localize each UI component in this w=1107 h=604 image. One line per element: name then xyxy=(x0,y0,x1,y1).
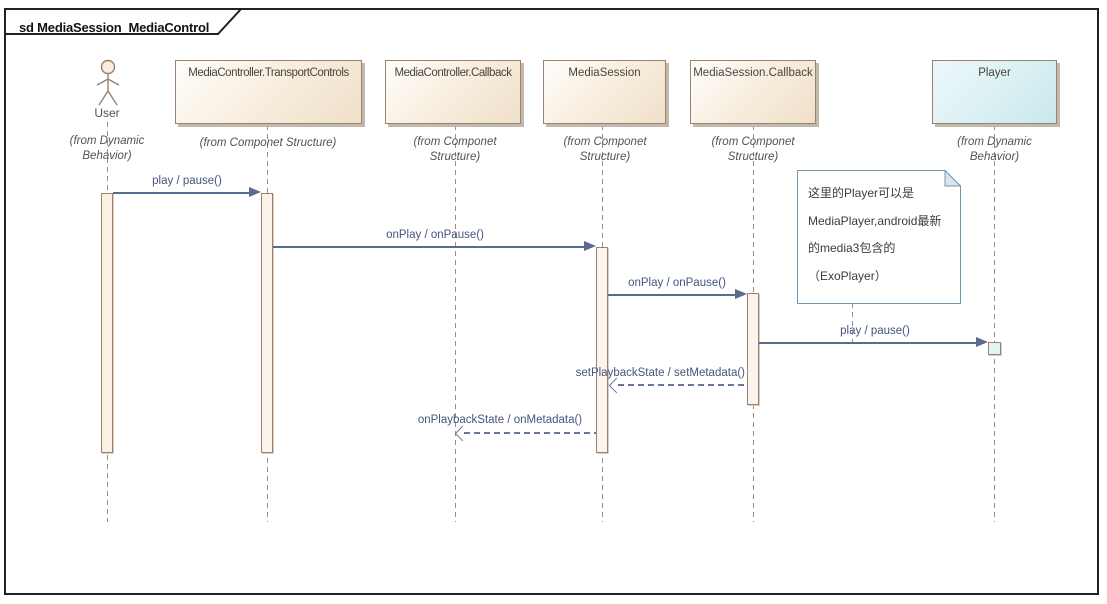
object-box-mediasession-callback[interactable]: MediaSession.Callback xyxy=(690,60,816,124)
message-label: onPlay / onPause() xyxy=(628,277,726,289)
object-stereotype: (from Componet Structure) xyxy=(199,137,337,149)
activation-player xyxy=(988,342,1001,355)
lifeline-mediacontroller-callback xyxy=(455,125,456,522)
user-actor-icon[interactable] xyxy=(92,57,124,111)
message-label: onPlaybackState / onMetadata() xyxy=(417,414,583,426)
activation-mediasession xyxy=(596,247,608,453)
message-line-dashed xyxy=(618,384,747,386)
object-name: MediaController.Callback xyxy=(394,67,512,79)
message-arrowhead xyxy=(249,187,261,197)
note-line: MediaPlayer,android最新 xyxy=(808,213,942,228)
object-box-mediasession[interactable]: MediaSession xyxy=(543,60,666,124)
object-stereotype: (from Componet Structure) xyxy=(413,136,497,163)
note-anchor-line xyxy=(852,303,853,343)
diagram-frame xyxy=(4,8,1099,595)
activation-mediasession-callback xyxy=(747,293,759,405)
message-arrowhead xyxy=(735,289,747,299)
message-arrowhead xyxy=(584,241,596,251)
message-line xyxy=(113,192,250,194)
title-tab-shape xyxy=(4,8,244,35)
object-box-player[interactable]: Player xyxy=(932,60,1057,124)
object-box-transportcontrols[interactable]: MediaController.TransportControls xyxy=(175,60,362,124)
note-line: （ExoPlayer） xyxy=(808,268,887,283)
actor-name: User xyxy=(94,106,120,120)
note[interactable]: 这里的Player可以是 MediaPlayer,android最新 的medi… xyxy=(797,170,961,304)
object-name: Player xyxy=(978,67,1011,79)
actor-stereotype: (from Dynamic Behavior) xyxy=(69,135,145,162)
note-line: 这里的Player可以是 xyxy=(808,186,915,200)
message-arrowhead xyxy=(976,337,988,347)
message-line xyxy=(608,294,736,296)
object-stereotype: (from Dynamic Behavior) xyxy=(957,136,1032,163)
object-box-mediacontroller-callback[interactable]: MediaController.Callback xyxy=(385,60,521,124)
object-name: MediaSession.Callback xyxy=(693,67,813,79)
object-name: MediaSession xyxy=(568,67,641,79)
lifeline-player xyxy=(994,125,995,522)
activation-user xyxy=(101,193,113,453)
message-label: play / pause() xyxy=(840,325,910,337)
message-line-dashed xyxy=(464,432,596,434)
object-stereotype: (from Componet Structure) xyxy=(563,136,647,163)
activation-transportcontrols xyxy=(261,193,273,453)
diagram-title-tab: sd MediaSession_MediaControl xyxy=(4,8,248,36)
message-label: play / pause() xyxy=(152,175,222,187)
object-name: MediaController.TransportControls xyxy=(188,67,349,79)
message-label: setPlaybackState / setMetadata() xyxy=(575,367,745,379)
note-text: 这里的Player可以是 MediaPlayer,android最新 的medi… xyxy=(808,180,954,290)
message-label: onPlay / onPause() xyxy=(386,229,484,241)
note-shape xyxy=(797,170,961,304)
diagram-title: sd MediaSession_MediaControl xyxy=(19,20,210,35)
message-line xyxy=(273,246,585,248)
object-stereotype: (from Componet Structure) xyxy=(711,136,795,163)
note-line: 的media3包含的 xyxy=(808,241,896,255)
message-line xyxy=(759,342,977,344)
